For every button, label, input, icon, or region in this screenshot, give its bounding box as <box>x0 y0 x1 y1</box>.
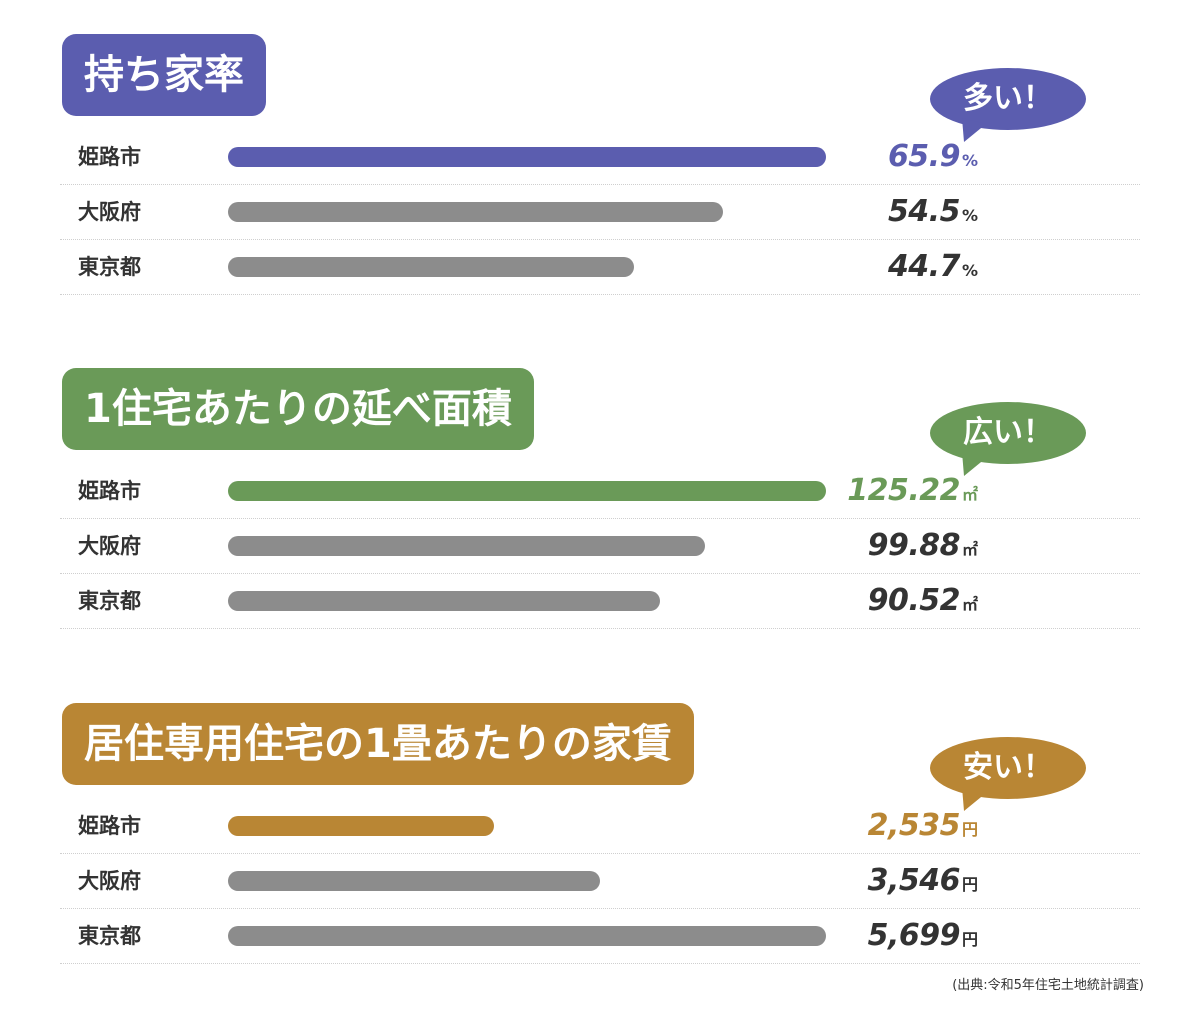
value-unit: 円 <box>961 930 978 949</box>
bar <box>228 926 826 946</box>
value-number: 125.22 <box>847 473 960 508</box>
value-label: 44.7% <box>888 240 978 294</box>
value-unit: ㎡ <box>961 540 978 559</box>
value-number: 3,546 <box>867 863 961 898</box>
value-unit: ㎡ <box>961 485 978 504</box>
callout-text: 広い！ <box>963 415 1053 450</box>
value-unit: 円 <box>961 820 978 839</box>
bar <box>228 257 634 277</box>
value-number: 54.5 <box>887 194 961 229</box>
value-number: 5,699 <box>867 918 961 953</box>
bar <box>228 591 660 611</box>
callout-bubble-shape <box>930 402 1086 476</box>
bar-row: 東京都 44.7% <box>60 240 1140 295</box>
bar-row: 姫路市 65.9% <box>60 130 1140 185</box>
value-number: 2,535 <box>867 808 961 843</box>
category-label: 東京都 <box>78 924 141 948</box>
value-unit: % <box>961 151 978 170</box>
chart-title: 持ち家率 <box>62 34 266 116</box>
callout-bubble: 安い！ <box>930 737 1086 811</box>
value-unit: ㎡ <box>961 595 978 614</box>
value-unit: % <box>961 206 978 225</box>
callout-text: 安い！ <box>963 750 1053 785</box>
value-label: 65.9% <box>888 130 978 184</box>
chart-section: 持ち家率多い！ 姫路市 65.9% 大阪府 54.5% 東京都 44.7% <box>0 34 1200 334</box>
callout-bubble-shape <box>930 737 1086 811</box>
category-label: 大阪府 <box>78 200 141 224</box>
value-number: 99.88 <box>867 528 961 563</box>
bar <box>228 871 600 891</box>
bar <box>228 202 723 222</box>
bar <box>228 816 494 836</box>
category-label: 姫路市 <box>78 145 141 169</box>
value-unit: 円 <box>961 875 978 894</box>
callout-bubble: 多い！ <box>930 68 1086 142</box>
category-label: 東京都 <box>78 589 141 613</box>
chart-title: 1住宅あたりの延べ面積 <box>62 368 534 450</box>
category-label: 東京都 <box>78 255 141 279</box>
callout-bubble: 広い！ <box>930 402 1086 476</box>
value-number: 65.9 <box>887 139 961 174</box>
value-unit: % <box>961 261 978 280</box>
callout-bubble-shape <box>930 68 1086 142</box>
bar <box>228 481 826 501</box>
chart-title: 居住専用住宅の1畳あたりの家賃 <box>62 703 694 785</box>
value-label: 54.5% <box>888 185 978 239</box>
source-note: (出典:令和5年住宅土地統計調査) <box>952 978 1144 993</box>
category-label: 姫路市 <box>78 814 141 838</box>
bar <box>228 147 826 167</box>
category-label: 大阪府 <box>78 534 141 558</box>
value-number: 44.7 <box>887 249 961 284</box>
category-label: 大阪府 <box>78 869 141 893</box>
callout-text: 多い！ <box>963 81 1053 116</box>
value-number: 90.52 <box>867 583 961 618</box>
category-label: 姫路市 <box>78 479 141 503</box>
bar-row: 大阪府 54.5% <box>60 185 1140 240</box>
bar <box>228 536 705 556</box>
